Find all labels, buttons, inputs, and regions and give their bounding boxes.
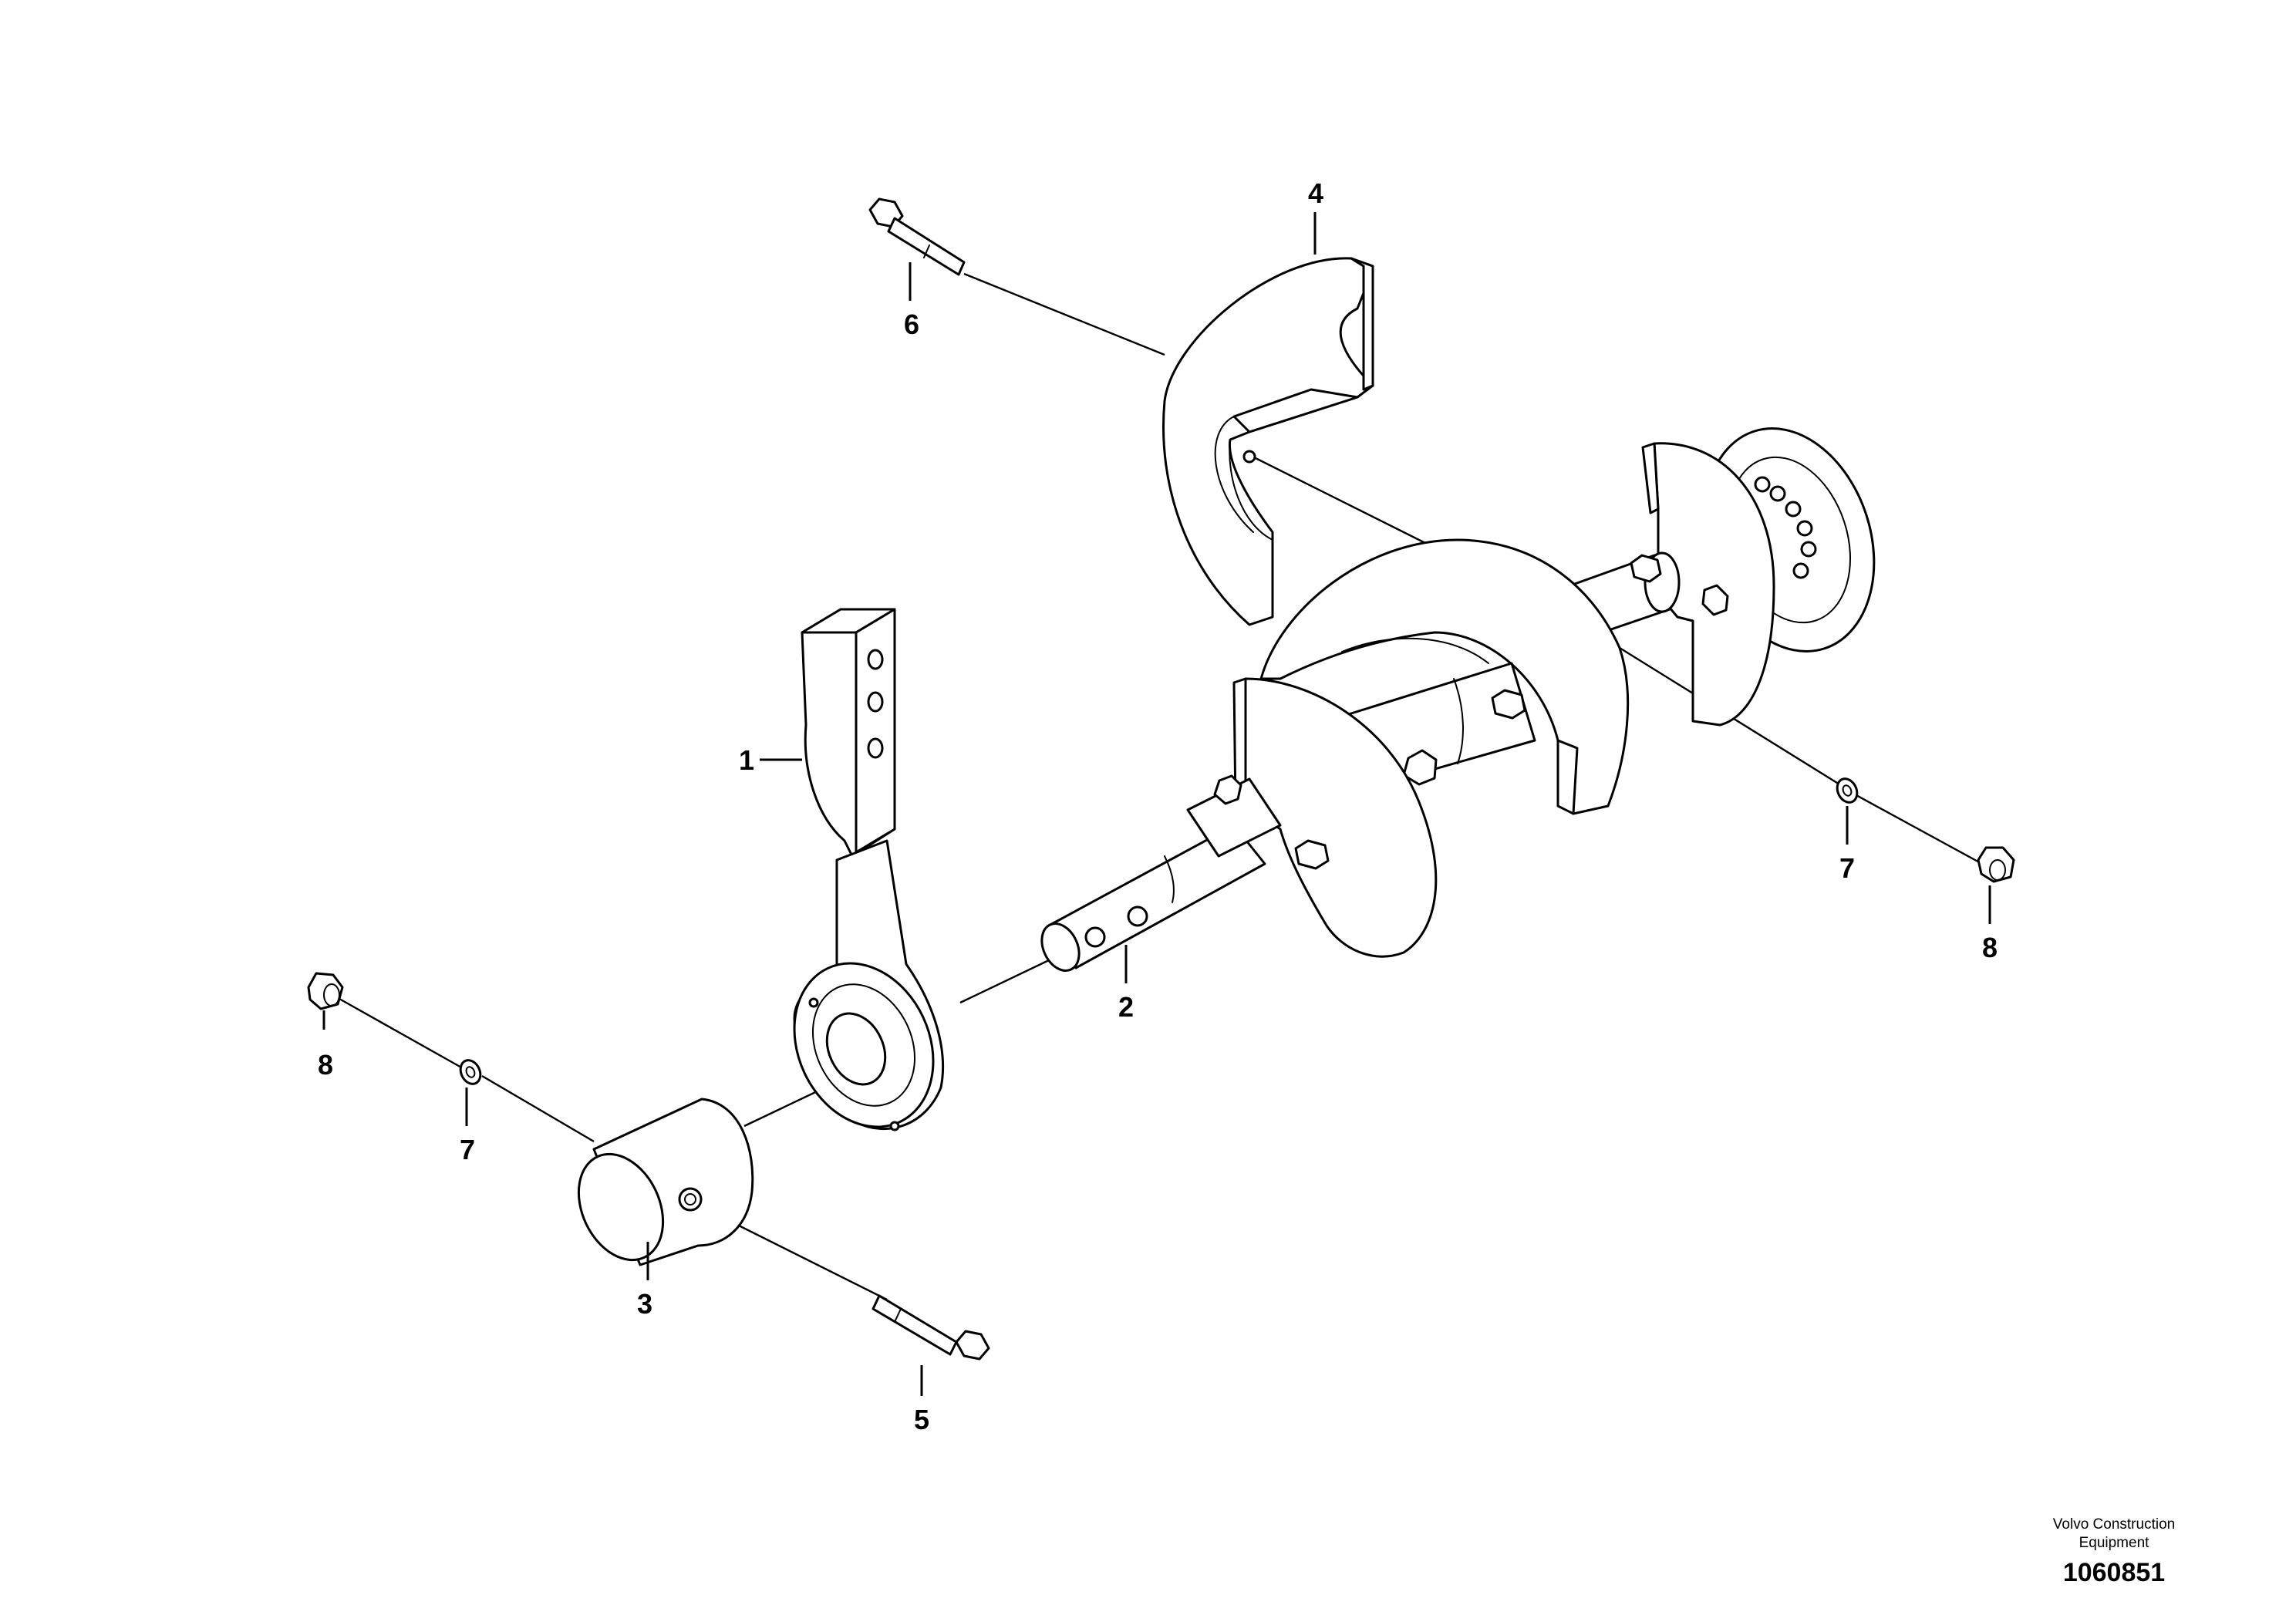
brand-line-2: Equipment	[2079, 1535, 2149, 1551]
cover	[1161, 257, 1374, 626]
callout-ticks	[322, 212, 1991, 1396]
callout-nut-left: 8	[318, 1049, 333, 1081]
nut-right	[1977, 846, 2015, 883]
bolt-upper	[868, 197, 966, 276]
arm	[793, 608, 944, 1131]
shaft	[1040, 774, 1282, 972]
brand-label: Volvo Construction Equipment	[1998, 1516, 2230, 1553]
washer-left	[459, 1059, 482, 1085]
callout-arm: 1	[739, 744, 754, 776]
callout-sleeve: 3	[637, 1288, 652, 1320]
callout-washer-left: 7	[460, 1134, 475, 1165]
callout-washer-right: 7	[1839, 852, 1855, 884]
callout-nut-right: 8	[1982, 932, 1998, 963]
sleeve	[577, 1098, 754, 1266]
callout-cover: 4	[1308, 177, 1323, 209]
washer-right	[1836, 777, 1859, 804]
bolt-lower	[872, 1294, 990, 1361]
callout-shaft: 2	[1118, 991, 1134, 1023]
end-plate-right	[1641, 442, 1775, 727]
callout-labels: 1 2 3 4 5 6 7 7 8 8	[318, 177, 1998, 1435]
callout-bolt-upper: 6	[904, 309, 919, 340]
nut-left	[307, 972, 344, 1010]
brand-line-1: Volvo Construction	[2052, 1516, 2176, 1533]
drawing-number: 1060851	[2062, 1558, 2166, 1587]
leader-lines	[339, 272, 1983, 1301]
callout-bolt-lower: 5	[914, 1404, 929, 1435]
